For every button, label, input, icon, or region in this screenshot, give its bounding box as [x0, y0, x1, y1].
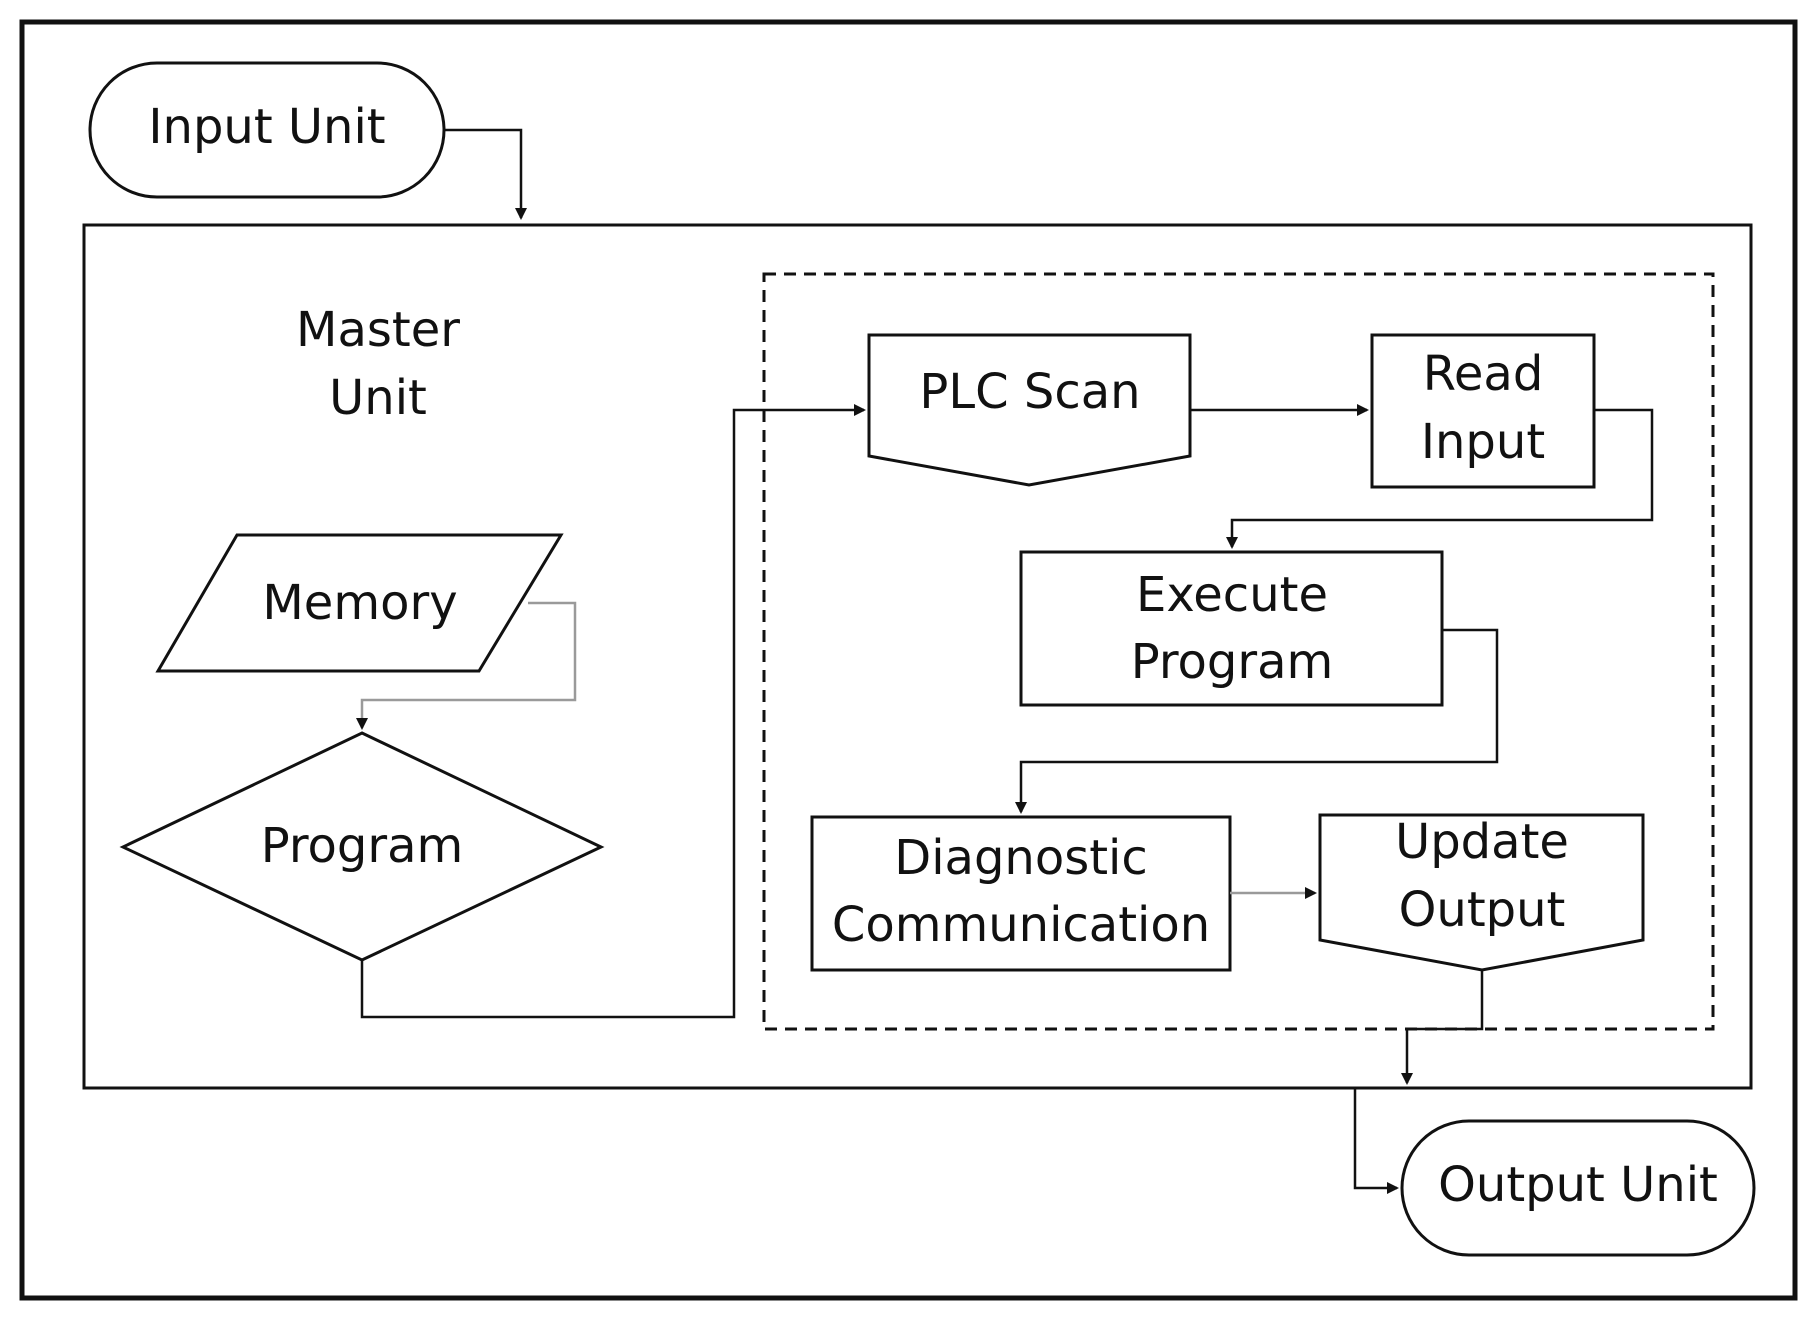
diagnostic-communication-label-line1: Diagnostic: [894, 830, 1148, 886]
plc-scan-label: PLC Scan: [919, 364, 1140, 420]
diagnostic-communication-node: Diagnostic Communication: [810, 815, 1232, 972]
connector-input-to-master: [444, 128, 527, 220]
plc-scan-shape: [867, 333, 1192, 487]
input-unit-label: Input Unit: [148, 99, 385, 155]
diagnostic-communication-shape: [810, 815, 1232, 972]
master-unit-container: [82, 223, 1753, 1090]
diagnostic-communication-label-line2: Communication: [832, 897, 1210, 953]
connector-execute-to-diagnostic: [1015, 628, 1499, 814]
output-unit-node: Output Unit: [1400, 1119, 1756, 1257]
connector-program-to-plc-scan: [360, 404, 866, 1019]
connectors: [356, 128, 1654, 1194]
connector-update-output-to-master: [1401, 970, 1484, 1085]
update-output-label-line2: Output: [1399, 882, 1566, 938]
output-unit-shape: [1400, 1119, 1756, 1257]
execute-program-shape: [1019, 550, 1444, 707]
outer-frame: [19, 19, 1798, 1301]
memory-label: Memory: [262, 575, 457, 631]
master-unit-label-line2: Unit: [329, 370, 427, 426]
execute-program-node: Execute Program: [1019, 550, 1444, 707]
connector-read-input-to-execute: [1226, 408, 1654, 549]
output-unit-label: Output Unit: [1438, 1157, 1718, 1213]
read-input-shape: [1370, 333, 1596, 489]
scan-cycle-region: [762, 272, 1715, 1031]
read-input-label-line1: Read: [1423, 346, 1544, 402]
connector-memory-to-program: [356, 601, 577, 730]
master-unit-label: Master Unit: [296, 302, 460, 426]
update-output-node: Update Output: [1318, 813, 1645, 972]
read-input-node: Read Input: [1370, 333, 1596, 489]
read-input-label-line2: Input: [1421, 414, 1545, 470]
execute-program-label-line1: Execute: [1136, 567, 1328, 623]
connector-master-to-output-unit: [1353, 1088, 1399, 1194]
update-output-shape: [1318, 813, 1645, 972]
program-label: Program: [261, 818, 464, 874]
memory-shape: [155, 533, 564, 673]
input-unit-node: Input Unit: [88, 61, 446, 199]
update-output-label-line1: Update: [1395, 814, 1569, 870]
plc-scan-node: PLC Scan: [867, 333, 1192, 487]
execute-program-label-line2: Program: [1131, 634, 1334, 690]
master-unit-label-line1: Master: [296, 302, 460, 358]
program-node: Program: [119, 731, 605, 962]
memory-node: Memory: [155, 533, 564, 673]
